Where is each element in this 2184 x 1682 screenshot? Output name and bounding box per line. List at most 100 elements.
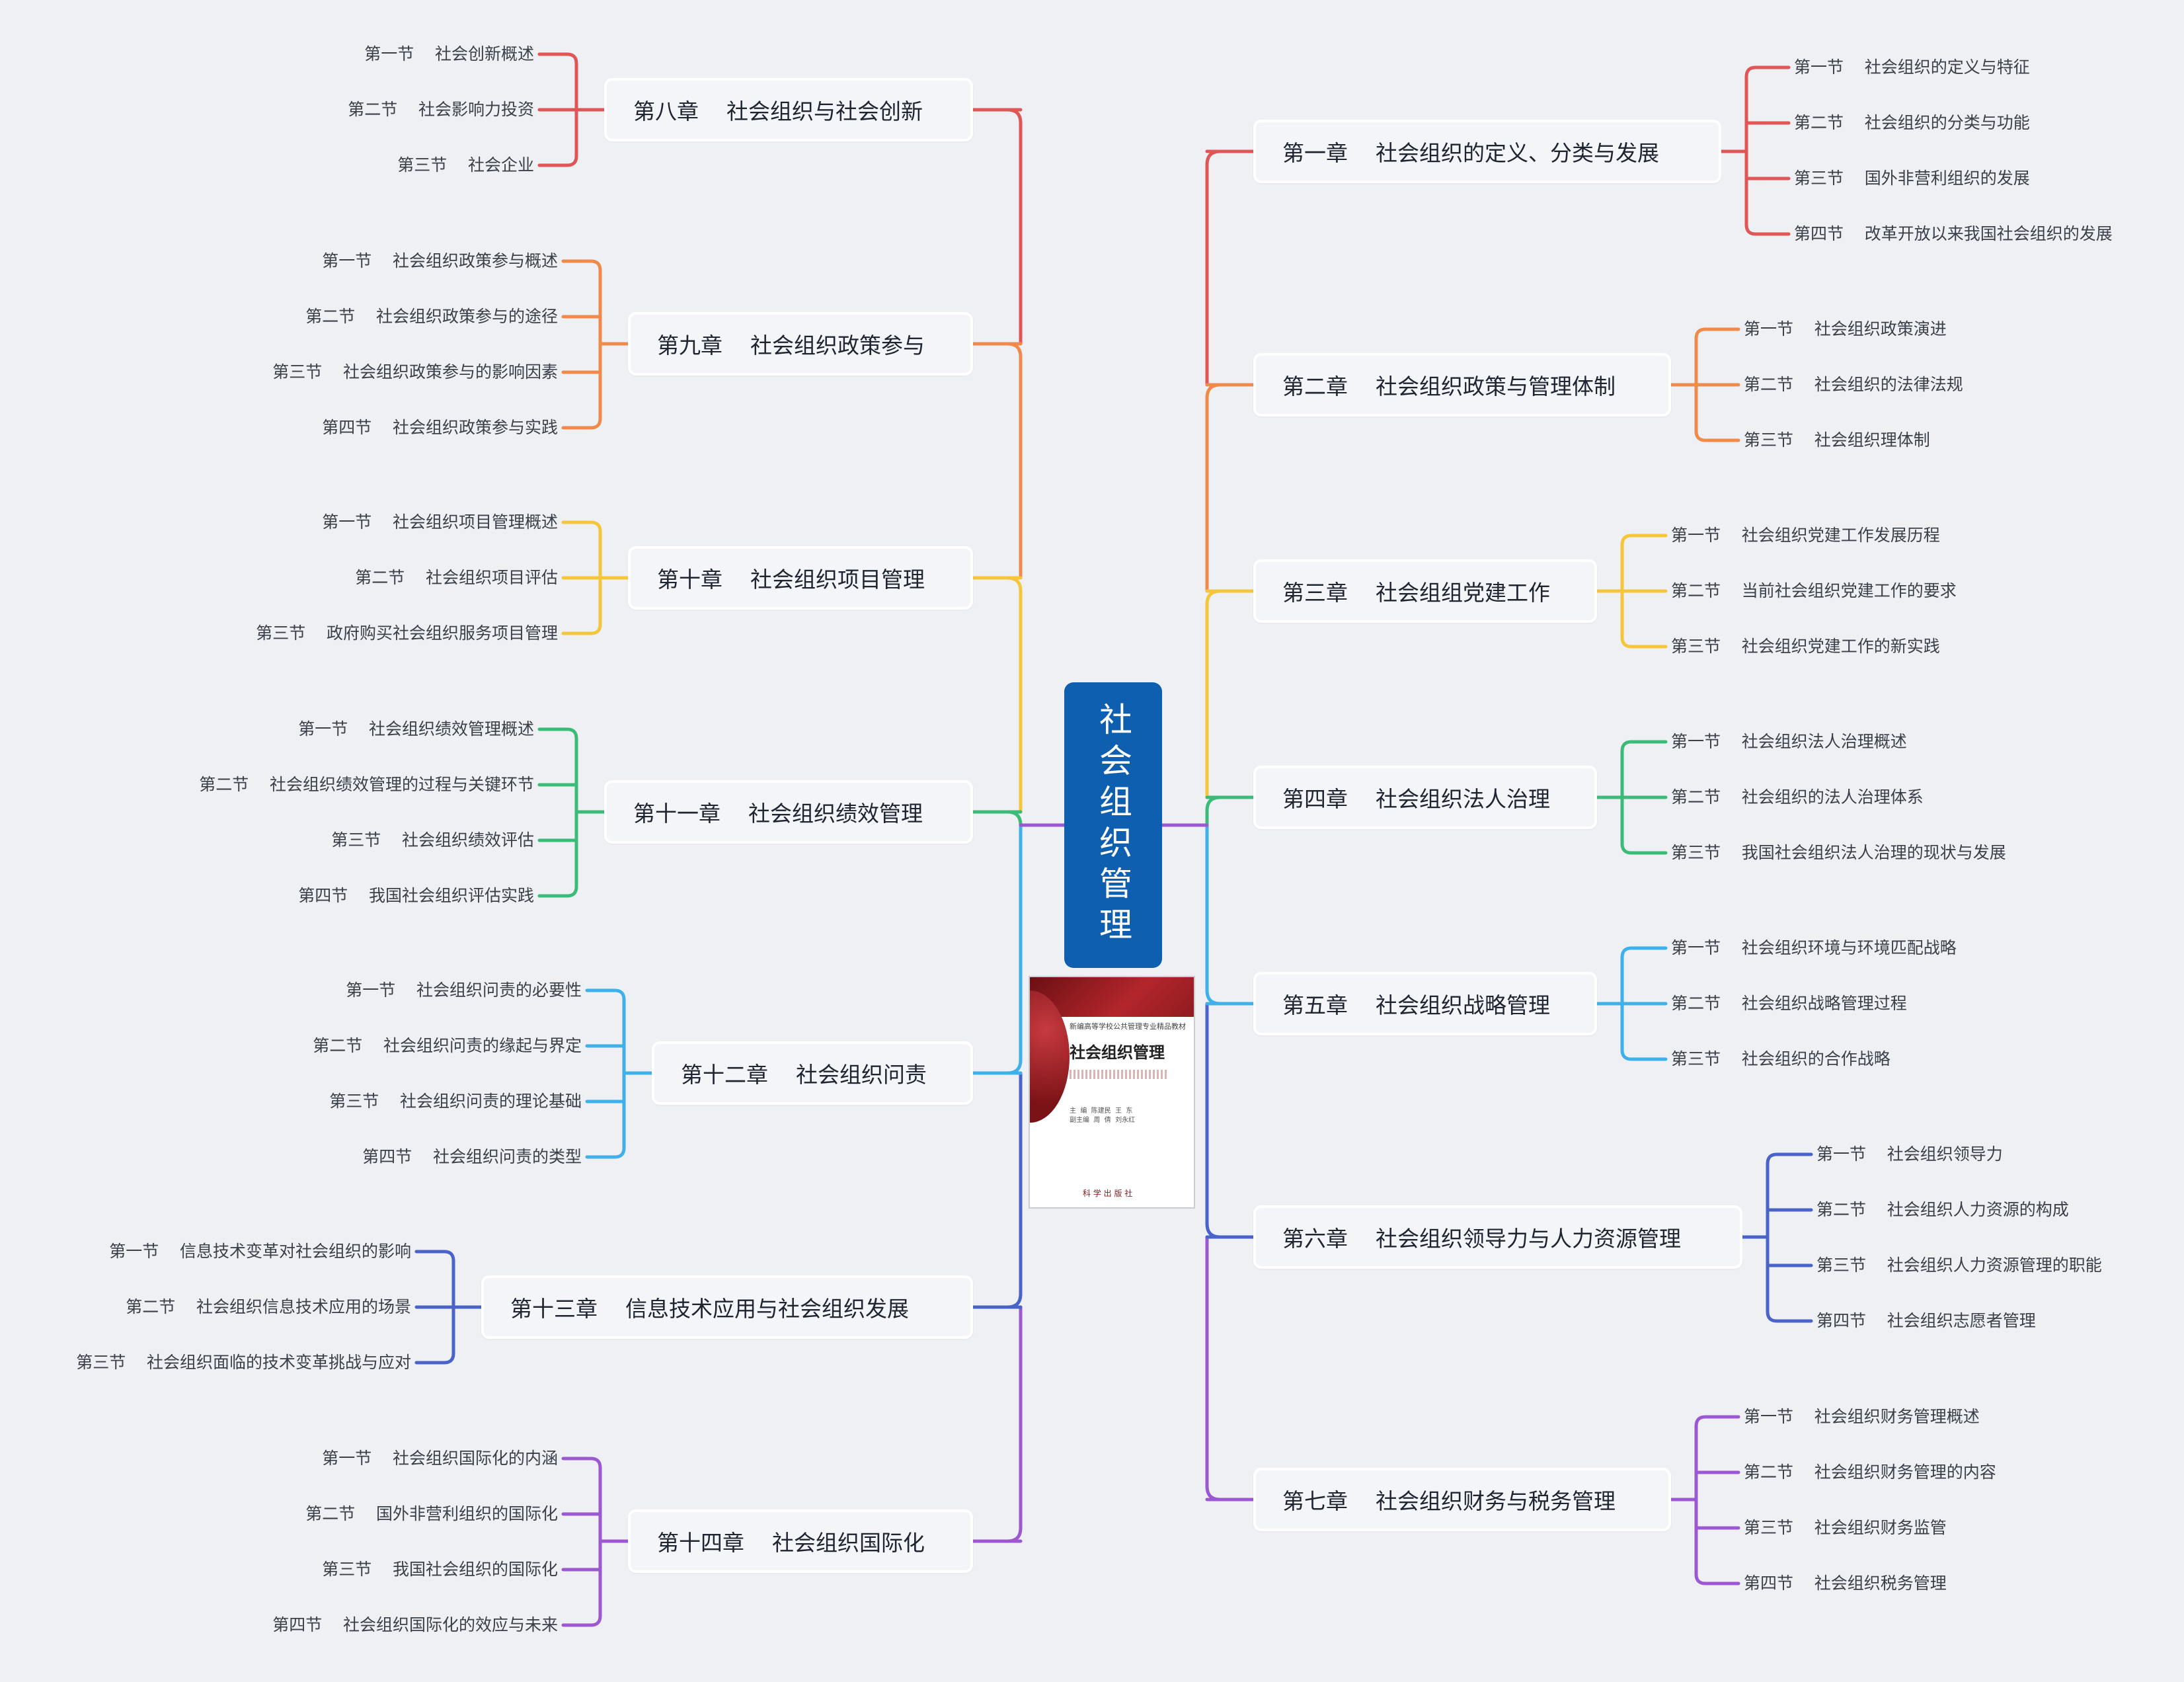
section-left-2-1[interactable]: 第一节 社会组织政策参与概述 bbox=[322, 251, 558, 270]
chapter-right-1[interactable]: 第一章 社会组织的定义、分类与发展 bbox=[1253, 120, 1721, 183]
section-right-2-2[interactable]: 第二节 社会组织的法律法规 bbox=[1744, 375, 1963, 394]
book-cover-image: 新编高等学校公共管理专业精品教材 社会组织管理 主 编 陈建民 王 东 副主编 … bbox=[1029, 976, 1195, 1209]
section-right-5-3[interactable]: 第三节 社会组织的合作战略 bbox=[1671, 1049, 1891, 1068]
chapter-left-3[interactable]: 第十章 社会组织项目管理 bbox=[628, 546, 973, 610]
section-left-1-1[interactable]: 第一节 社会创新概述 bbox=[364, 44, 534, 63]
section-bracket-left-4 bbox=[537, 727, 606, 898]
spine-right-5 bbox=[1205, 823, 1222, 1006]
spine-right-7 bbox=[1205, 1235, 1222, 1502]
section-left-2-3[interactable]: 第三节 社会组织政策参与的影响因素 bbox=[272, 362, 558, 381]
cover-publisher: 科 学 出 版 社 bbox=[1083, 1189, 1133, 1198]
section-left-1-3[interactable]: 第三节 社会企业 bbox=[397, 155, 534, 175]
section-right-4-3[interactable]: 第三节 我国社会组织法人治理的现状与发展 bbox=[1671, 843, 2006, 862]
section-left-5-4[interactable]: 第四节 社会组织问责的类型 bbox=[362, 1147, 582, 1166]
section-left-7-4[interactable]: 第四节 社会组织国际化的效应与未来 bbox=[272, 1615, 558, 1634]
cover-accent-bar bbox=[1064, 1035, 1066, 1059]
section-left-5-1[interactable]: 第一节 社会组织问责的必要性 bbox=[346, 981, 582, 1000]
spine-right-6 bbox=[1205, 1002, 1222, 1239]
section-right-6-4[interactable]: 第四节 社会组织志愿者管理 bbox=[1816, 1311, 2036, 1330]
spine-left-1 bbox=[1005, 108, 1023, 346]
chapter-right-3[interactable]: 第三章 社会组组党建工作 bbox=[1253, 559, 1597, 623]
chapter-label: 第十一章 社会组织绩效管理 bbox=[633, 801, 923, 826]
chapter-label: 第二章 社会组织政策与管理体制 bbox=[1282, 374, 1616, 399]
cover-editors: 主 编 陈建民 王 东 副主编 周 倩 刘永红 bbox=[1070, 1107, 1136, 1124]
section-right-2-3[interactable]: 第三节 社会组织理体制 bbox=[1744, 430, 1930, 450]
chapter-right-4[interactable]: 第四章 社会组织法人治理 bbox=[1253, 766, 1597, 829]
spine-left-2 bbox=[1005, 342, 1023, 580]
section-left-2-2[interactable]: 第二节 社会组织政策参与的途径 bbox=[305, 307, 558, 326]
section-right-1-2[interactable]: 第二节 社会组织的分类与功能 bbox=[1794, 113, 2030, 132]
section-bracket-left-1 bbox=[537, 52, 606, 167]
section-left-4-2[interactable]: 第二节 社会组织绩效管理的过程与关键环节 bbox=[199, 775, 534, 794]
spine-right-1 bbox=[1205, 149, 1222, 387]
section-right-7-3[interactable]: 第三节 社会组织财务监管 bbox=[1744, 1518, 1947, 1537]
section-right-7-1[interactable]: 第一节 社会组织财务管理概述 bbox=[1744, 1407, 1980, 1426]
central-topic[interactable]: 社会组织管理 bbox=[1064, 682, 1162, 968]
section-left-3-3[interactable]: 第三节 政府购买社会组织服务项目管理 bbox=[256, 623, 558, 643]
section-right-5-2[interactable]: 第二节 社会组织战略管理过程 bbox=[1671, 994, 1907, 1013]
chapter-left-2[interactable]: 第九章 社会组织政策参与 bbox=[628, 312, 973, 376]
section-right-2-1[interactable]: 第一节 社会组织政策演进 bbox=[1744, 319, 1947, 339]
section-right-5-1[interactable]: 第一节 社会组织环境与环境匹配战略 bbox=[1671, 938, 1957, 957]
section-left-6-2[interactable]: 第二节 社会组织信息技术应用的场景 bbox=[126, 1297, 411, 1316]
section-left-3-1[interactable]: 第一节 社会组织项目管理概述 bbox=[322, 512, 558, 532]
section-left-4-4[interactable]: 第四节 我国社会组织评估实践 bbox=[298, 886, 534, 905]
section-right-1-4[interactable]: 第四节 改革开放以来我国社会组织的发展 bbox=[1794, 224, 2113, 243]
chapter-left-5[interactable]: 第十二章 社会组织问责 bbox=[652, 1041, 973, 1105]
section-right-7-4[interactable]: 第四节 社会组织税务管理 bbox=[1744, 1574, 1947, 1593]
section-bracket-right-5 bbox=[1595, 946, 1668, 1061]
chapter-right-6[interactable]: 第六章 社会组织领导力与人力资源管理 bbox=[1253, 1205, 1742, 1269]
section-right-3-3[interactable]: 第三节 社会组织党建工作的新实践 bbox=[1671, 637, 1940, 656]
section-right-1-3[interactable]: 第三节 国外非营利组织的发展 bbox=[1794, 169, 2030, 188]
chapter-label: 第四章 社会组织法人治理 bbox=[1282, 786, 1550, 812]
section-right-7-2[interactable]: 第二节 社会组织财务管理的内容 bbox=[1744, 1462, 1996, 1482]
section-left-7-3[interactable]: 第三节 我国社会组织的国际化 bbox=[322, 1560, 558, 1579]
spine-right-4 bbox=[1205, 795, 1222, 827]
section-right-4-1[interactable]: 第一节 社会组织法人治理概述 bbox=[1671, 732, 1907, 751]
section-left-5-3[interactable]: 第三节 社会组织问责的理论基础 bbox=[329, 1092, 582, 1111]
section-left-7-1[interactable]: 第一节 社会组织国际化的内涵 bbox=[322, 1449, 558, 1468]
section-bracket-left-5 bbox=[585, 988, 654, 1159]
chapter-label: 第六章 社会组织领导力与人力资源管理 bbox=[1282, 1226, 1681, 1252]
section-left-6-1[interactable]: 第一节 信息技术变革对社会组织的影响 bbox=[109, 1242, 411, 1261]
section-left-4-3[interactable]: 第三节 社会组织绩效评估 bbox=[331, 830, 534, 850]
section-right-6-2[interactable]: 第二节 社会组织人力资源的构成 bbox=[1816, 1200, 2069, 1219]
spine-left-3 bbox=[1005, 576, 1023, 814]
section-right-6-1[interactable]: 第一节 社会组织领导力 bbox=[1816, 1144, 2003, 1164]
chapter-left-4[interactable]: 第十一章 社会组织绩效管理 bbox=[604, 780, 973, 844]
chapter-left-1[interactable]: 第八章 社会组织与社会创新 bbox=[604, 78, 973, 141]
section-right-1-1[interactable]: 第一节 社会组织的定义与特征 bbox=[1794, 58, 2030, 77]
spine-left-7 bbox=[1005, 1305, 1023, 1543]
chapter-right-5[interactable]: 第五章 社会组织战略管理 bbox=[1253, 972, 1597, 1035]
section-bracket-right-6 bbox=[1740, 1152, 1813, 1323]
section-left-1-2[interactable]: 第二节 社会影响力投资 bbox=[348, 100, 534, 119]
section-right-3-1[interactable]: 第一节 社会组织党建工作发展历程 bbox=[1671, 526, 1940, 545]
cover-stripes bbox=[1070, 1070, 1169, 1079]
section-left-5-2[interactable]: 第二节 社会组织问责的缘起与界定 bbox=[313, 1036, 582, 1055]
section-left-4-1[interactable]: 第一节 社会组织绩效管理概述 bbox=[298, 719, 534, 739]
section-left-7-2[interactable]: 第二节 国外非营利组织的国际化 bbox=[305, 1504, 558, 1523]
chapter-label: 第十章 社会组织项目管理 bbox=[657, 567, 925, 592]
chapter-label: 第五章 社会组织战略管理 bbox=[1282, 992, 1550, 1018]
section-left-2-4[interactable]: 第四节 社会组织政策参与实践 bbox=[322, 418, 558, 437]
central-topic-label: 社会组织管理 bbox=[1094, 702, 1132, 948]
chapter-right-2[interactable]: 第二章 社会组织政策与管理体制 bbox=[1253, 353, 1671, 417]
section-right-6-3[interactable]: 第三节 社会组织人力资源管理的职能 bbox=[1816, 1256, 2102, 1275]
chapter-label: 第八章 社会组织与社会创新 bbox=[633, 99, 923, 124]
chapter-left-6[interactable]: 第十三章 信息技术应用与社会组织发展 bbox=[481, 1275, 973, 1339]
spine-left-4 bbox=[1005, 810, 1023, 827]
section-left-6-3[interactable]: 第三节 社会组织面临的技术变革挑战与应对 bbox=[76, 1353, 411, 1372]
section-bracket-right-2 bbox=[1669, 327, 1740, 442]
chapter-label: 第七章 社会组织财务与税务管理 bbox=[1282, 1488, 1616, 1514]
section-right-3-2[interactable]: 第二节 当前社会组织党建工作的要求 bbox=[1671, 581, 1957, 600]
chapter-label: 第三章 社会组组党建工作 bbox=[1282, 580, 1550, 606]
chapter-label: 第十三章 信息技术应用与社会组织发展 bbox=[510, 1296, 909, 1322]
section-bracket-left-7 bbox=[561, 1457, 630, 1627]
chapter-label: 第九章 社会组织政策参与 bbox=[657, 333, 925, 358]
section-right-4-2[interactable]: 第二节 社会组织的法人治理体系 bbox=[1671, 787, 1924, 807]
section-left-3-2[interactable]: 第二节 社会组织项目评估 bbox=[355, 568, 558, 587]
chapter-left-7[interactable]: 第十四章 社会组织国际化 bbox=[628, 1509, 973, 1573]
chapter-right-7[interactable]: 第七章 社会组织财务与税务管理 bbox=[1253, 1468, 1671, 1531]
